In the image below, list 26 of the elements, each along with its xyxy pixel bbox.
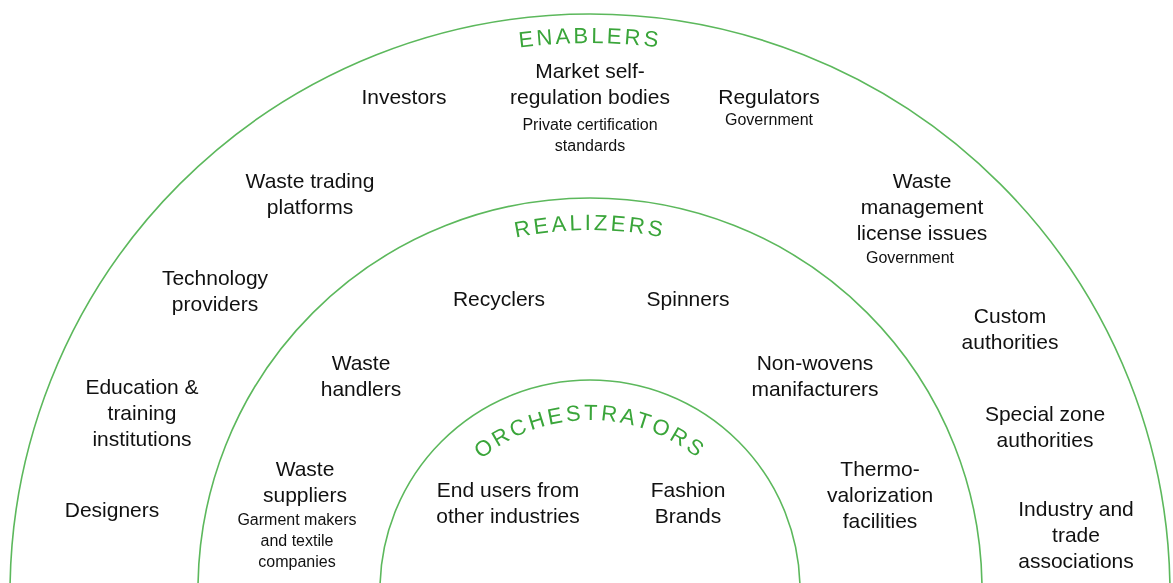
role-label: Spinners: [645, 286, 731, 312]
semicircle-band: [10, 14, 1170, 583]
role-note: Government: [864, 248, 955, 268]
role-label: Waste trading platforms: [244, 168, 376, 220]
role-label: Waste management license issues: [855, 168, 989, 246]
role-label: Non-wovens manifacturers: [750, 350, 880, 402]
role-label: Market self-regulation bodies: [509, 58, 671, 110]
role-label: Investors: [360, 84, 448, 110]
role-note: Government: [723, 110, 814, 130]
band-title: ENABLERS: [517, 22, 663, 53]
role-label: Custom authorities: [960, 303, 1060, 355]
role-label: Waste suppliers: [261, 456, 348, 508]
role-label: Special zone authorities: [983, 401, 1107, 453]
role-label: Thermo-valorization facilities: [825, 456, 935, 534]
role-label: Fashion Brands: [649, 477, 727, 529]
role-label: End users from other industries: [435, 477, 581, 529]
role-label: Education & training institutions: [84, 374, 200, 452]
role-label: Regulators: [717, 84, 821, 110]
role-label: Recyclers: [451, 286, 547, 312]
role-label: Industry and trade associations: [1017, 496, 1135, 574]
role-label: Technology providers: [160, 265, 270, 317]
role-label: Designers: [63, 497, 161, 523]
role-label: Waste handlers: [319, 350, 403, 402]
role-note: Garment makers and textile companies: [236, 510, 358, 572]
role-note: Private certification standards: [521, 115, 659, 156]
band-title: REALIZERS: [512, 209, 668, 243]
